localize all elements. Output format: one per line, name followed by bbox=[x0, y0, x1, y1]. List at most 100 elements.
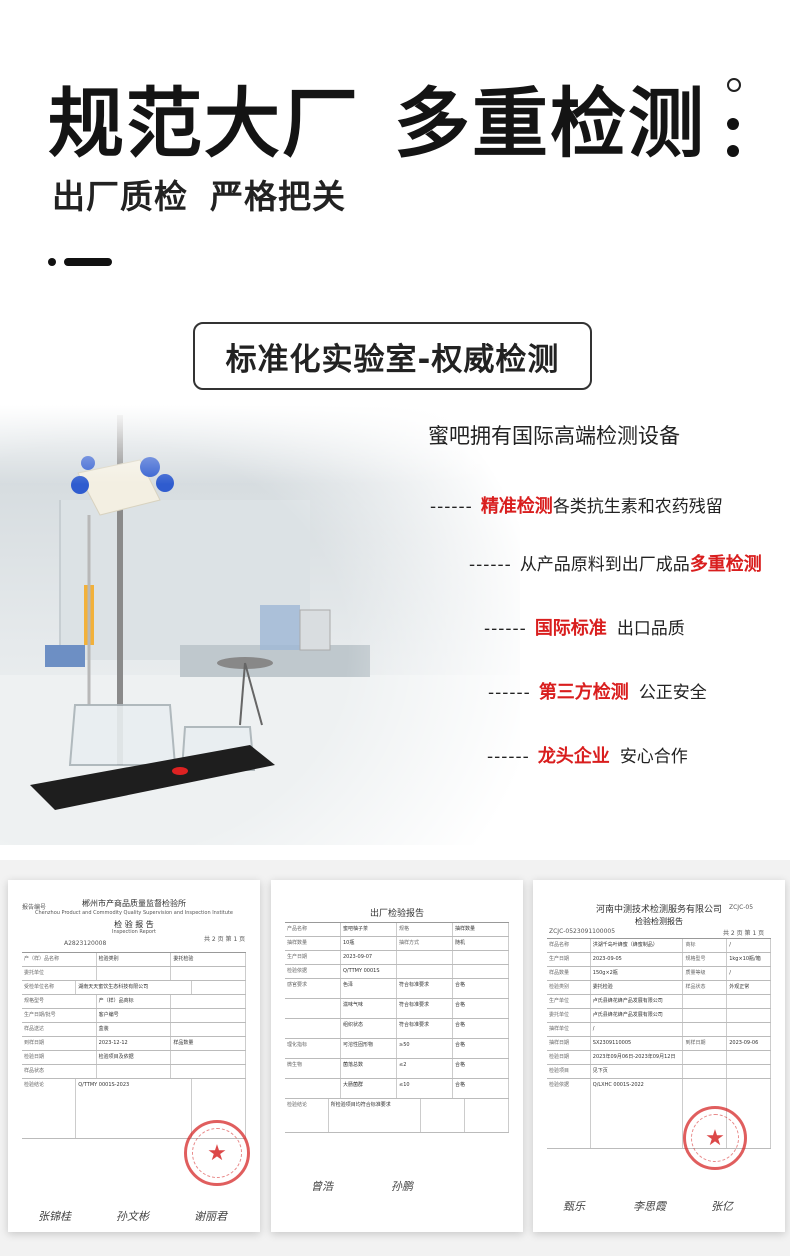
headline-part1: 规范大厂 bbox=[48, 79, 360, 168]
table-row: 委托单位卢氏县蜂花蜂产品发展有限公司 bbox=[547, 1009, 771, 1023]
feature-text: 公正安全 bbox=[638, 683, 707, 703]
table-cell: 委托单位 bbox=[22, 967, 97, 980]
table-row: 滋味气味符合标准要求合格 bbox=[285, 999, 509, 1019]
subhead-part2: 严格把关 bbox=[210, 177, 346, 216]
table-row: 感官要求色泽符合标准要求合格 bbox=[285, 979, 509, 999]
table-cell: 委托单位 bbox=[547, 1009, 591, 1022]
table-cell: 委托检验 bbox=[591, 981, 684, 994]
signature: 张亿 bbox=[711, 1200, 733, 1213]
table-cell: 客户编号 bbox=[97, 1009, 172, 1022]
table-cell bbox=[453, 951, 509, 964]
table-cell: 检验日期 bbox=[22, 1051, 97, 1064]
table-cell: 抽样数量 bbox=[285, 937, 341, 950]
table-cell: 质量等级 bbox=[683, 967, 728, 980]
inspection-report-3: 河南中测技术检测服务有限公司 ZCJC-05 检验检测报告 共 2 页 第 1 … bbox=[533, 880, 785, 1232]
table-row: 规格型号产（样）品商标 bbox=[22, 995, 247, 1009]
official-seal-icon: ★ bbox=[683, 1106, 747, 1170]
table-cell: 检验类别 bbox=[547, 981, 591, 994]
signature: 孙鹏 bbox=[391, 1180, 413, 1193]
table-cell bbox=[727, 1023, 771, 1036]
table-cell: 样品数量 bbox=[547, 967, 591, 980]
table-cell: 可溶性固形物 bbox=[341, 1039, 397, 1058]
feature-item: ------国际标准出口品质 bbox=[484, 614, 685, 640]
table-cell: 检验依据 bbox=[285, 965, 341, 978]
table-cell: 检验类别 bbox=[97, 953, 172, 966]
table-cell: 外观正常 bbox=[727, 981, 771, 994]
table-cell: 见下页 bbox=[591, 1065, 684, 1078]
table-cell bbox=[97, 967, 172, 980]
report-org: 郴州市产商品质量监督检验所 bbox=[82, 899, 186, 908]
table-cell: 抽样单位 bbox=[547, 1023, 591, 1036]
table-cell: 卢氏县蜂花蜂产品发展有限公司 bbox=[591, 995, 684, 1008]
feature-highlight: 精准检测 bbox=[480, 496, 553, 517]
table-row: 生产日期/批号客户编号 bbox=[22, 1009, 247, 1023]
table-cell: ≥50 bbox=[397, 1039, 453, 1058]
table-row: 检验结论所检验项目均符合标准要求 bbox=[285, 1099, 509, 1133]
page-subheadline: 出厂质检严格把关 bbox=[52, 170, 346, 218]
subhead-part1: 出厂质检 bbox=[52, 177, 188, 216]
table-cell bbox=[421, 1099, 466, 1132]
table-cell: 2023-09-05 bbox=[591, 953, 684, 966]
table-row: 受检单位名称湖南天天蜜饮生态科技有限公司 bbox=[22, 981, 246, 995]
table-cell: 大肠菌群 bbox=[341, 1079, 397, 1098]
table-cell bbox=[727, 1079, 771, 1148]
table-cell: 抽样数量 bbox=[453, 923, 509, 936]
table-cell: 合格 bbox=[453, 999, 509, 1018]
table-cell: 检验日期 bbox=[547, 1051, 591, 1064]
table-cell: 生产单位 bbox=[547, 995, 591, 1008]
table-cell bbox=[727, 1009, 771, 1022]
table-cell: 色泽 bbox=[341, 979, 397, 998]
table-cell bbox=[285, 1079, 341, 1098]
table-cell: 检验结论 bbox=[285, 1099, 329, 1132]
table-cell: 2023年09月06日-2023年09月12日 bbox=[591, 1051, 684, 1064]
table-cell: 产（样）品名称 bbox=[22, 953, 97, 966]
table-cell bbox=[465, 1099, 509, 1132]
table-cell bbox=[397, 951, 453, 964]
table-cell: 合格 bbox=[453, 979, 509, 998]
table-cell: 样品数量 bbox=[171, 1037, 247, 1050]
table-cell: Q/TTMY 0001S bbox=[341, 965, 397, 978]
table-row: 抽样单位/ bbox=[547, 1023, 771, 1037]
table-cell bbox=[285, 999, 341, 1018]
table-cell: / bbox=[727, 939, 771, 952]
signature: 孙文彬 bbox=[116, 1210, 149, 1223]
table-cell: 合格 bbox=[453, 1039, 509, 1058]
table-cell bbox=[453, 965, 509, 978]
feature-text: 从产品原料到出厂成品 bbox=[519, 555, 690, 575]
table-cell: 理化指标 bbox=[285, 1039, 341, 1058]
table-cell bbox=[97, 1065, 172, 1078]
feature-highlight: 多重检测 bbox=[689, 554, 762, 575]
table-cell: 样品状态 bbox=[683, 981, 728, 994]
lab-section-title-text: 标准化实验室-权威检测 bbox=[225, 341, 560, 378]
table-cell: 菌落总数 bbox=[341, 1059, 397, 1078]
table-row: 检验类别委托检验样品状态外观正常 bbox=[547, 981, 771, 995]
table-cell: 2023-12-12 bbox=[97, 1037, 172, 1050]
table-cell bbox=[171, 995, 247, 1008]
table-cell: Q/TTMY 0001S-2023 bbox=[76, 1079, 192, 1138]
feature-dash: ------ bbox=[484, 619, 527, 639]
decor-ring-icon bbox=[727, 78, 741, 92]
report-title: 检验检测报告 bbox=[635, 917, 683, 926]
table-row: 样品送达盒装 bbox=[22, 1023, 247, 1037]
table-cell: 到样日期 bbox=[683, 1037, 728, 1050]
feature-item: ------ 从产品原料到出厂成品多重检测 bbox=[469, 550, 762, 576]
table-cell: 洪湖千岛叶蜂蜜（蜂蜜制品） bbox=[591, 939, 684, 952]
table-cell bbox=[683, 1023, 728, 1036]
report-page: 共 2 页 第 1 页 bbox=[204, 936, 246, 943]
page-headline: 规范大厂多重检测 bbox=[48, 62, 706, 172]
table-cell: 1kg×10瓶/箱 bbox=[727, 953, 771, 966]
table-cell: 150g×2瓶 bbox=[591, 967, 684, 980]
feature-text: 安心合作 bbox=[619, 747, 688, 767]
table-row: 组织状态符合标准要求合格 bbox=[285, 1019, 509, 1039]
signature: 李思霞 bbox=[633, 1200, 666, 1213]
table-cell: Q/LXHC 0001S-2022 bbox=[591, 1079, 684, 1148]
feature-dash: ------ bbox=[469, 555, 512, 575]
